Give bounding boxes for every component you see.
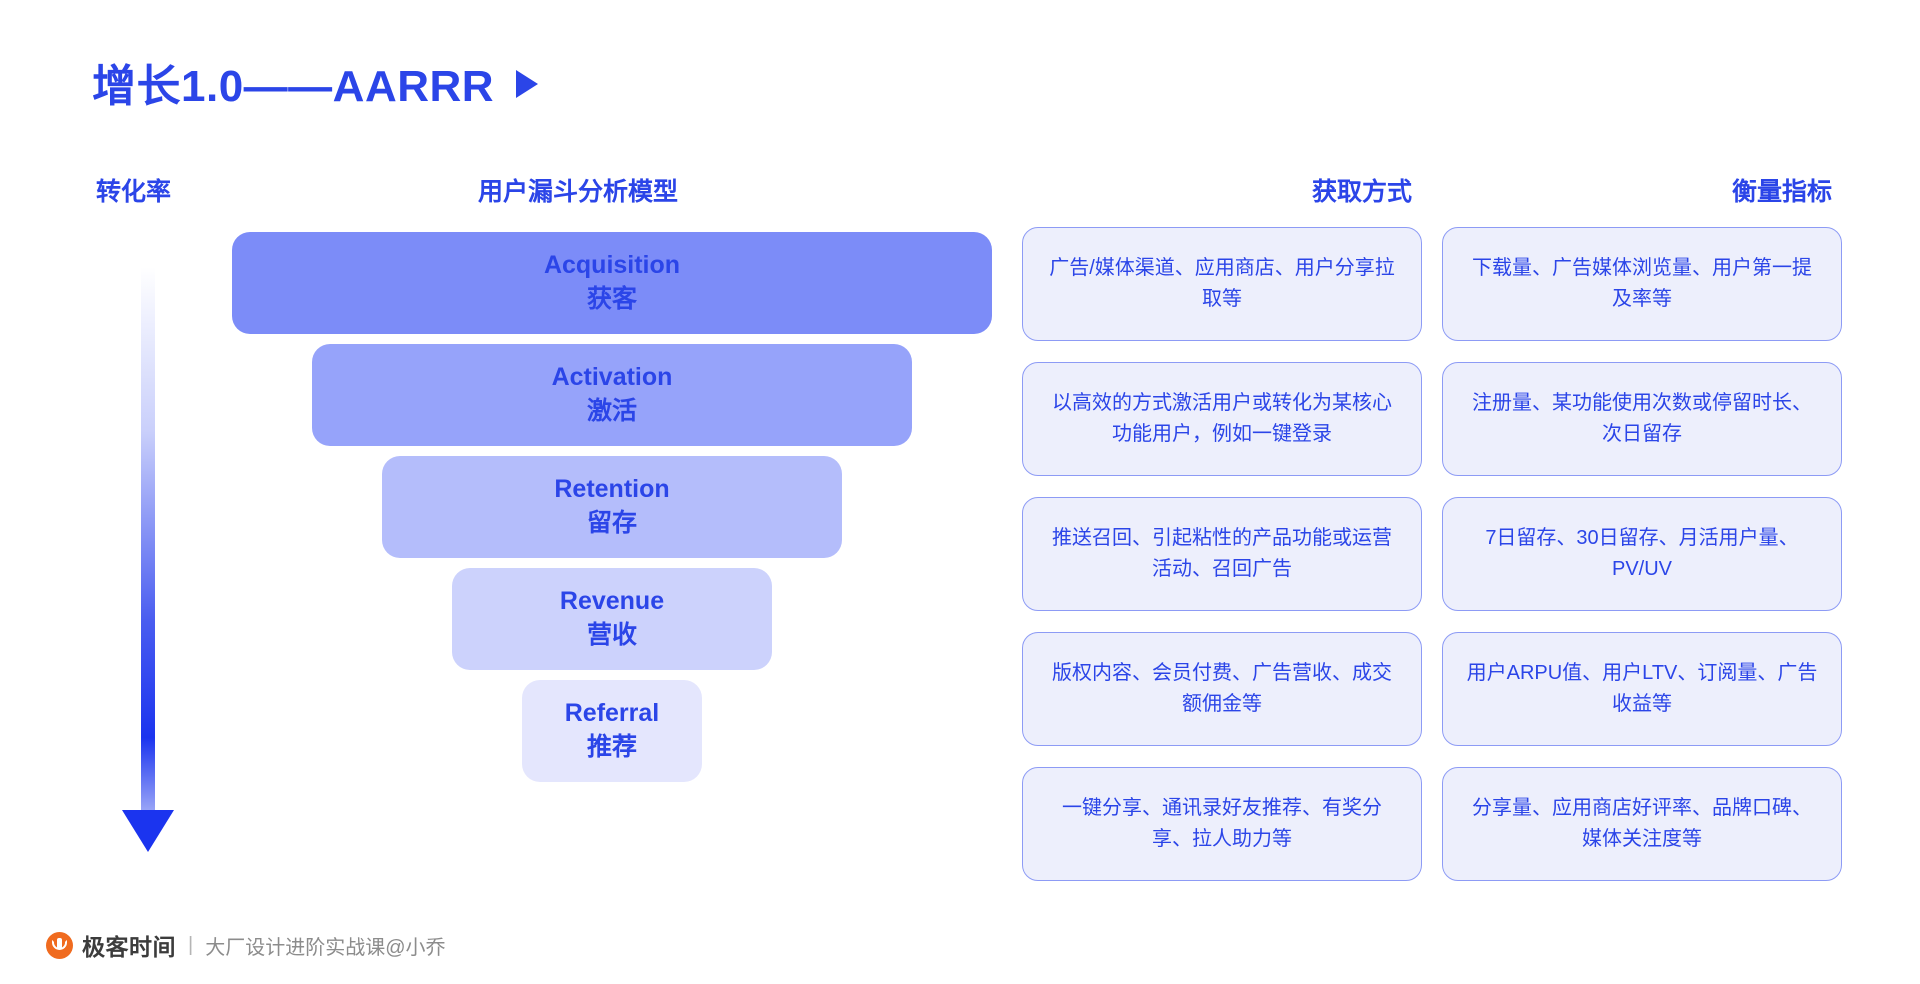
funnel-stage-label-en: Retention (554, 475, 670, 504)
geekbang-logo-icon (46, 931, 73, 959)
acquisition-card[interactable]: 一键分享、通讯录好友推荐、有奖分享、拉人助力等 (1022, 767, 1422, 881)
funnel-stage-label-en: Activation (551, 363, 673, 392)
metric-card[interactable]: 注册量、某功能使用次数或停留时长、次日留存 (1442, 362, 1842, 476)
metric-card-text: 下载量、广告媒体浏览量、用户第一提及率等 (1472, 257, 1812, 310)
page-title-row: 增长1.0——AARRR (92, 50, 539, 114)
acquisition-card[interactable]: 广告/媒体渠道、应用商店、用户分享拉取等 (1022, 227, 1422, 341)
metric-card-text: 注册量、某功能使用次数或停留时长、次日留存 (1472, 392, 1812, 445)
metric-card-text: 7日留存、30日留存、月活用户量、PV/UV (1485, 527, 1799, 580)
metrics-card-list: 下载量、广告媒体浏览量、用户第一提及率等注册量、某功能使用次数或停留时长、次日留… (1442, 227, 1842, 902)
acquisition-card[interactable]: 以高效的方式激活用户或转化为某核心功能用户，例如一键登录 (1022, 362, 1422, 476)
funnel-stage-label-cn: 获客 (586, 285, 637, 313)
funnel-stage-label-cn: 留存 (586, 509, 637, 537)
footer-brand: 极客时间 (82, 934, 176, 960)
footer-note: 大厂设计进阶实战课@小乔 (205, 936, 446, 959)
funnel-stage-label-en: Referral (564, 699, 660, 728)
column-header-funnel: 用户漏斗分析模型 (478, 178, 679, 206)
conversion-arrow (122, 232, 174, 852)
funnel-stage-label-cn: 推荐 (586, 733, 637, 761)
conversion-arrow-shaft (141, 232, 155, 820)
acquisition-card-list: 广告/媒体渠道、应用商店、用户分享拉取等以高效的方式激活用户或转化为某核心功能用… (1022, 227, 1422, 902)
metric-card-text: 分享量、应用商店好评率、品牌口碑、媒体关注度等 (1472, 797, 1812, 850)
footer: 极客时间 | 大厂设计进阶实战课@小乔 (46, 928, 446, 962)
footer-separator: | (188, 933, 194, 956)
page-title: 增长1.0——AARRR (92, 62, 495, 111)
conversion-arrow-head-icon (122, 810, 174, 852)
funnel-stage-retention[interactable]: Retention 留存 (382, 456, 842, 558)
funnel-stage-acquisition[interactable]: Acquisition 获客 (232, 232, 992, 334)
funnel-stage-activation[interactable]: Activation 激活 (312, 344, 912, 446)
acquisition-card-text: 广告/媒体渠道、应用商店、用户分享拉取等 (1049, 257, 1395, 310)
column-header-metrics: 衡量指标 (1731, 178, 1832, 206)
funnel-stage-revenue[interactable]: Revenue 营收 (452, 568, 772, 670)
metric-card[interactable]: 分享量、应用商店好评率、品牌口碑、媒体关注度等 (1442, 767, 1842, 881)
acquisition-card-text: 一键分享、通讯录好友推荐、有奖分享、拉人助力等 (1062, 797, 1382, 850)
metric-card[interactable]: 下载量、广告媒体浏览量、用户第一提及率等 (1442, 227, 1842, 341)
funnel-stage-label-en: Revenue (559, 587, 665, 616)
funnel-stage-label-cn: 激活 (586, 397, 637, 425)
column-header-conversion: 转化率 (96, 178, 172, 206)
acquisition-card-text: 推送召回、引起粘性的产品功能或运营活动、召回广告 (1052, 527, 1392, 580)
metric-card-text: 用户ARPU值、用户LTV、订阅量、广告收益等 (1466, 662, 1818, 715)
funnel-diagram: Acquisition 获客 Activation 激活 Retention 留存 Reve… (232, 232, 992, 792)
metric-card[interactable]: 7日留存、30日留存、月活用户量、PV/UV (1442, 497, 1842, 611)
metric-card[interactable]: 用户ARPU值、用户LTV、订阅量、广告收益等 (1442, 632, 1842, 746)
funnel-stage-referral[interactable]: Referral 推荐 (522, 680, 702, 782)
acquisition-card[interactable]: 推送召回、引起粘性的产品功能或运营活动、召回广告 (1022, 497, 1422, 611)
acquisition-card-text: 以高效的方式激活用户或转化为某核心功能用户，例如一键登录 (1052, 392, 1392, 445)
acquisition-card[interactable]: 版权内容、会员付费、广告营收、成交额佣金等 (1022, 632, 1422, 746)
acquisition-card-text: 版权内容、会员付费、广告营收、成交额佣金等 (1052, 662, 1392, 715)
funnel-stage-label-cn: 营收 (586, 621, 637, 649)
column-header-acquisition: 获取方式 (1311, 178, 1412, 206)
funnel-stage-label-en: Acquisition (543, 251, 681, 280)
play-triangle-icon[interactable] (516, 70, 539, 98)
